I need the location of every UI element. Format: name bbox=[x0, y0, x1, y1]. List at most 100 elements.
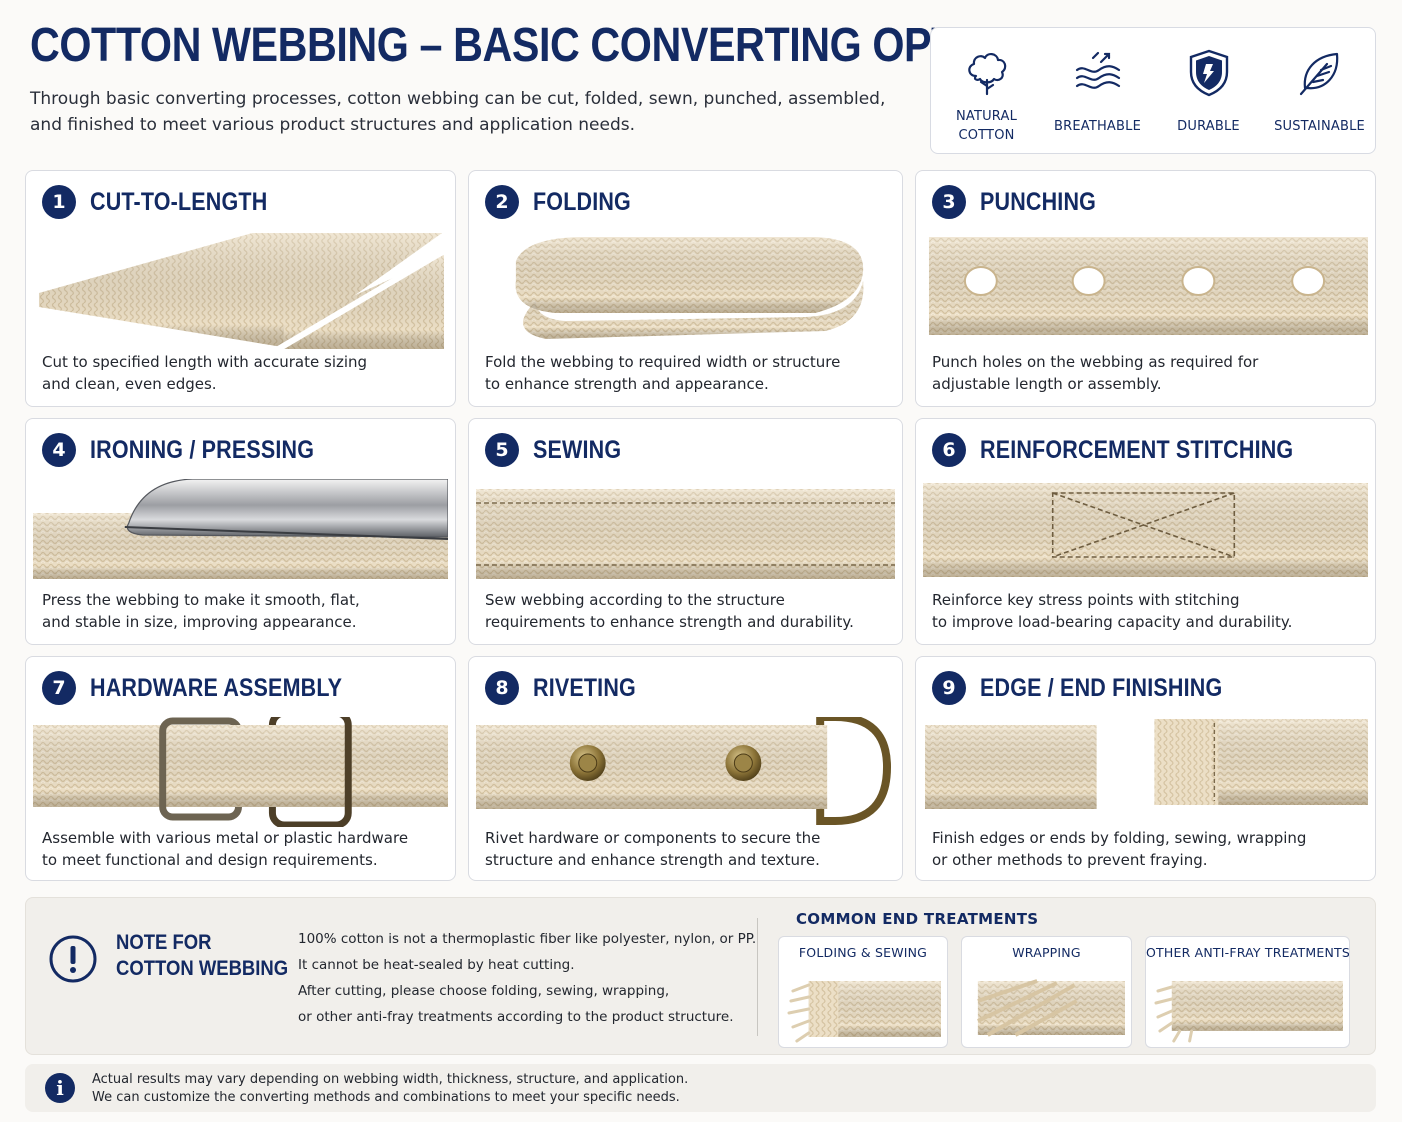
card-description: Assemble with various metal or plastic h… bbox=[42, 827, 441, 871]
card-title: FOLDING bbox=[533, 187, 631, 216]
card-hardware-assembly: 7 HARDWARE ASSEMBLY Assemble with various… bbox=[25, 656, 456, 881]
card-reinforcement-stitching: 6 REINFORCEMENT STITCHING Reinforce key s… bbox=[915, 418, 1376, 645]
footer-line: We can customize the converting methods … bbox=[92, 1089, 680, 1105]
page-subtitle: Through basic converting processes, cott… bbox=[30, 86, 910, 138]
treatments-title: COMMON END TREATMENTS bbox=[796, 910, 1039, 928]
note-section: NOTE FOR COTTON WEBBING 100% cotton is n… bbox=[25, 897, 1376, 1055]
wind-icon bbox=[1075, 51, 1120, 89]
card-title: EDGE / END FINISHING bbox=[980, 673, 1223, 702]
description-line: Punch holes on the webbing as required f… bbox=[932, 353, 1259, 371]
description-line: structure and enhance strength and textu… bbox=[485, 851, 820, 869]
description-line: Assemble with various metal or plastic h… bbox=[42, 829, 409, 847]
card-edge-end-finishing: 9 EDGE / END FINISHING Finish edges or en… bbox=[915, 656, 1376, 881]
card-riveting: 8 RIVETING Rivet hardware or components t… bbox=[468, 656, 903, 881]
note-line: It cannot be heat-sealed by heat cutting… bbox=[298, 957, 575, 973]
feature-durable: DURABLE bbox=[1156, 46, 1261, 146]
step-number: 1 bbox=[42, 185, 76, 219]
step-number: 7 bbox=[42, 671, 76, 705]
note-title-line: COTTON WEBBING bbox=[116, 957, 289, 980]
end-finishing-image bbox=[923, 717, 1368, 827]
description-line: Reinforce key stress points with stitchi… bbox=[932, 591, 1240, 609]
feature-sustainable: SUSTAINABLE bbox=[1267, 46, 1372, 146]
description-line: to improve load-bearing capacity and dur… bbox=[932, 613, 1293, 631]
box-x-stitch-image bbox=[923, 479, 1368, 589]
card-title: CUT-TO-LENGTH bbox=[90, 187, 268, 216]
note-line: or other anti-fray treatments according … bbox=[298, 1009, 734, 1025]
card-folding: 2 FOLDING Fold the webbing to required wi… bbox=[468, 170, 903, 407]
punched-webbing-image bbox=[923, 231, 1368, 351]
card-description: Punch holes on the webbing as required f… bbox=[932, 351, 1361, 395]
riveting-image bbox=[476, 717, 895, 827]
description-line: Rivet hardware or components to secure t… bbox=[485, 829, 821, 847]
card-description: Rivet hardware or components to secure t… bbox=[485, 827, 888, 871]
description-line: Cut to specified length with accurate si… bbox=[42, 353, 368, 371]
note-title: NOTE FOR COTTON WEBBING bbox=[116, 930, 288, 982]
description-line: and clean, even edges. bbox=[42, 375, 217, 393]
card-description: Sew webbing according to the structure r… bbox=[485, 589, 888, 633]
step-number: 9 bbox=[932, 671, 966, 705]
shield-icon bbox=[1189, 49, 1228, 97]
card-description: Cut to specified length with accurate si… bbox=[42, 351, 441, 395]
note-line: 100% cotton is not a thermoplastic fiber… bbox=[298, 931, 757, 947]
subtitle-line-1: Through basic converting processes, cott… bbox=[30, 89, 886, 109]
description-line: Press the webbing to make it smooth, fla… bbox=[42, 591, 360, 609]
description-line: or other methods to prevent fraying. bbox=[932, 851, 1208, 869]
card-description: Finish edges or ends by folding, sewing,… bbox=[932, 827, 1361, 871]
feature-panel: NATURAL COTTON BREATHABLE DURABLE SUSTAI… bbox=[930, 27, 1376, 154]
card-title: HARDWARE ASSEMBLY bbox=[90, 673, 343, 702]
description-line: Finish edges or ends by folding, sewing,… bbox=[932, 829, 1307, 847]
folded-webbing-image bbox=[476, 231, 895, 351]
treatment-wrapping: WRAPPING bbox=[961, 936, 1132, 1048]
hardware-assembly-image bbox=[33, 717, 448, 827]
footer-line: Actual results may vary depending on web… bbox=[92, 1072, 689, 1087]
step-number: 6 bbox=[932, 433, 966, 467]
note-text: 100% cotton is not a thermoplastic fiber… bbox=[298, 926, 758, 1030]
page-title: COTTON WEBBING – BASIC CONVERTING OPTION… bbox=[30, 19, 1056, 72]
description-line: Fold the webbing to required width or st… bbox=[485, 353, 841, 371]
card-description: Press the webbing to make it smooth, fla… bbox=[42, 589, 441, 633]
treatment-label: WRAPPING bbox=[1012, 945, 1081, 960]
alert-icon bbox=[49, 935, 97, 983]
footer-text: Actual results may vary depending on web… bbox=[92, 1071, 688, 1106]
divider bbox=[757, 918, 758, 1036]
ironing-image bbox=[33, 479, 448, 589]
card-title: RIVETING bbox=[533, 673, 636, 702]
feature-breathable: BREATHABLE bbox=[1045, 46, 1150, 146]
cotton-icon bbox=[967, 53, 1006, 96]
card-description: Fold the webbing to required width or st… bbox=[485, 351, 888, 395]
card-title: IRONING / PRESSING bbox=[90, 435, 315, 464]
footer-info: i Actual results may vary depending on w… bbox=[25, 1064, 1376, 1112]
step-number: 8 bbox=[485, 671, 519, 705]
card-title: PUNCHING bbox=[980, 187, 1097, 216]
description-line: Sew webbing according to the structure bbox=[485, 591, 785, 609]
treatment-label: FOLDING & SEWING bbox=[798, 945, 928, 960]
card-description: Reinforce key stress points with stitchi… bbox=[932, 589, 1361, 633]
card-cut-to-length: 1 CUT-TO-LENGTH Cut to specified length w… bbox=[25, 170, 456, 407]
description-line: requirements to enhance strength and dur… bbox=[485, 613, 854, 631]
leaf-icon bbox=[1299, 52, 1338, 96]
step-number: 4 bbox=[42, 433, 76, 467]
cut-webbing-image bbox=[33, 231, 448, 351]
step-number: 5 bbox=[485, 433, 519, 467]
description-line: adjustable length or assembly. bbox=[932, 375, 1162, 393]
description-line: and stable in size, improving appearance… bbox=[42, 613, 357, 631]
note-line: After cutting, please choose folding, se… bbox=[298, 983, 670, 999]
card-punching: 3 PUNCHING Punch holes on the webbing as … bbox=[915, 170, 1376, 407]
description-line: to enhance strength and appearance. bbox=[485, 375, 769, 393]
treatment-folding-sewing: FOLDING & SEWING bbox=[778, 936, 948, 1048]
description-line: to meet functional and design requiremen… bbox=[42, 851, 378, 869]
card-title: REINFORCEMENT STITCHING bbox=[980, 435, 1294, 464]
treatment-other-anti-fray: OTHER ANTI-FRAY TREATMENTS bbox=[1145, 936, 1350, 1048]
info-icon: i bbox=[45, 1073, 75, 1103]
feature-label: NATURAL COTTON bbox=[955, 109, 1018, 143]
card-title: SEWING bbox=[533, 435, 622, 464]
feature-label: SUSTAINABLE bbox=[1274, 118, 1365, 134]
treatment-label: OTHER ANTI-FRAY TREATMENTS bbox=[1146, 945, 1350, 960]
card-ironing-pressing: 4 IRONING / PRESSING Press the webbing to… bbox=[25, 418, 456, 645]
feature-natural-cotton: NATURAL COTTON bbox=[934, 46, 1039, 146]
sewn-webbing-image bbox=[476, 479, 895, 589]
card-sewing: 5 SEWING Sew webbing according to the str… bbox=[468, 418, 903, 645]
step-number: 2 bbox=[485, 185, 519, 219]
subtitle-line-2: and finished to meet various product str… bbox=[30, 115, 636, 135]
step-number: 3 bbox=[932, 185, 966, 219]
